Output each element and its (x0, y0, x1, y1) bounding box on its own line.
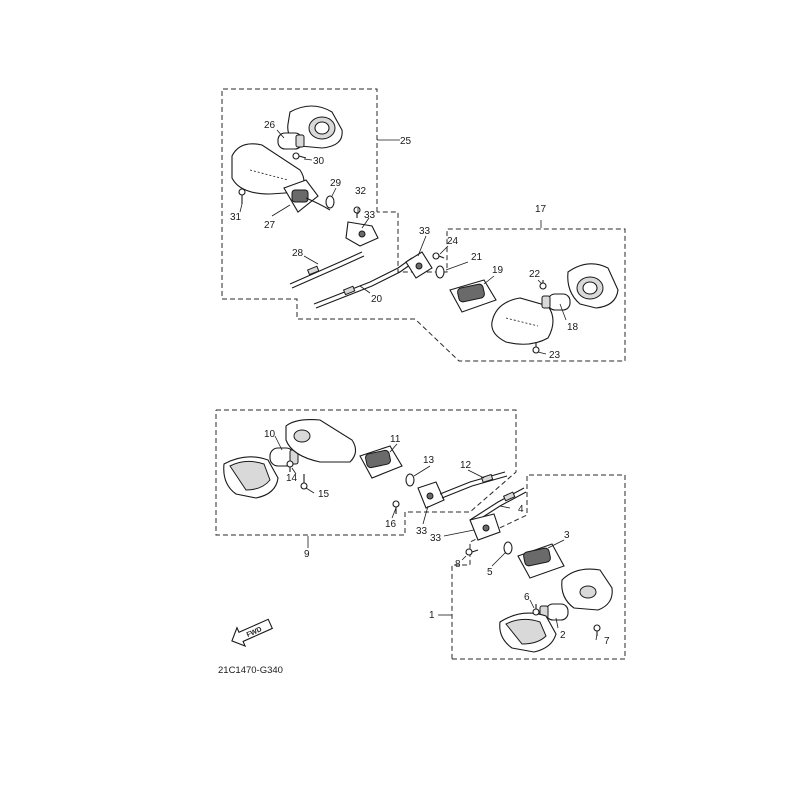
screw-30 (292, 152, 307, 160)
callout-23: 23 (549, 350, 561, 361)
lens-lower-right (499, 612, 557, 653)
screw-24 (432, 252, 445, 260)
drawing-code: 21C1470-G340 (218, 665, 283, 676)
screw-14 (286, 460, 294, 472)
lead-wire-12 (439, 471, 508, 499)
ring-29 (325, 195, 335, 209)
screw-22 (539, 280, 547, 290)
screw-31 (238, 188, 246, 204)
callout-14: 14 (286, 473, 298, 484)
bracket-33-lower-right (469, 513, 501, 541)
screw-16 (392, 500, 400, 514)
fwd-arrow-icon: FWD (231, 618, 274, 648)
ring-13 (405, 473, 415, 487)
callout-18: 18 (567, 322, 579, 333)
housing-lower-left (285, 419, 357, 463)
callout-7: 7 (604, 636, 610, 647)
bulb-18 (541, 293, 571, 311)
ring-21 (435, 265, 445, 279)
screw-8 (465, 548, 479, 556)
group-box-1 (451, 474, 626, 660)
screw-15 (300, 474, 308, 490)
socket-11 (359, 445, 403, 479)
callout-21: 21 (471, 252, 483, 263)
socket-3 (517, 543, 565, 579)
callout-15: 15 (318, 489, 330, 500)
callout-17: 17 (535, 204, 547, 215)
callout-1: 1 (429, 610, 435, 621)
callout-4: 4 (518, 504, 524, 515)
callout-2: 2 (560, 630, 566, 641)
bracket-33-mid (405, 251, 433, 279)
callout-25: 25 (400, 136, 412, 147)
lens-lower-left (223, 456, 279, 499)
callout-26: 26 (264, 120, 276, 131)
leader-lines (239, 129, 598, 641)
lead-wire-20 (313, 257, 415, 309)
callout-5: 5 (487, 567, 493, 578)
callout-8: 8 (455, 559, 461, 570)
callout-24: 24 (447, 236, 459, 247)
group-box-25 (221, 88, 626, 362)
callout-22: 22 (529, 269, 541, 280)
screw-32 (353, 206, 361, 218)
callout-16: 16 (385, 519, 397, 530)
callout-29: 29 (330, 178, 342, 189)
callout-28: 28 (292, 248, 304, 259)
bracket-33-upper (345, 221, 379, 247)
socket-27 (283, 179, 331, 213)
lens-upper-right (567, 263, 619, 309)
housing-upper-right (491, 297, 554, 345)
bulb-26 (277, 132, 305, 150)
callout-33-upper: 33 (364, 210, 376, 221)
callout-33-lower-right: 33 (430, 533, 442, 544)
housing-lower-right (561, 568, 613, 611)
callout-33-mid: 33 (419, 226, 431, 237)
callout-27: 27 (264, 220, 276, 231)
callout-30: 30 (313, 156, 325, 167)
ring-5 (503, 541, 513, 555)
callout-11: 11 (390, 434, 401, 445)
screw-7 (593, 624, 601, 636)
callout-20: 20 (371, 294, 383, 305)
group-box-9 (215, 409, 517, 536)
socket-19 (449, 279, 497, 313)
callout-31: 31 (230, 212, 242, 223)
callout-9: 9 (304, 549, 310, 560)
callout-12: 12 (460, 460, 472, 471)
bracket-33-lower-left (417, 481, 445, 509)
callout-13: 13 (423, 455, 435, 466)
screw-6 (532, 604, 540, 616)
screw-23 (532, 342, 540, 354)
callout-6: 6 (524, 592, 530, 603)
callout-10: 10 (264, 429, 276, 440)
lead-wire-28 (289, 251, 365, 289)
callout-33-lower-left: 33 (416, 526, 428, 537)
callout-32: 32 (355, 186, 367, 197)
callout-19: 19 (492, 265, 504, 276)
callout-3: 3 (564, 530, 570, 541)
